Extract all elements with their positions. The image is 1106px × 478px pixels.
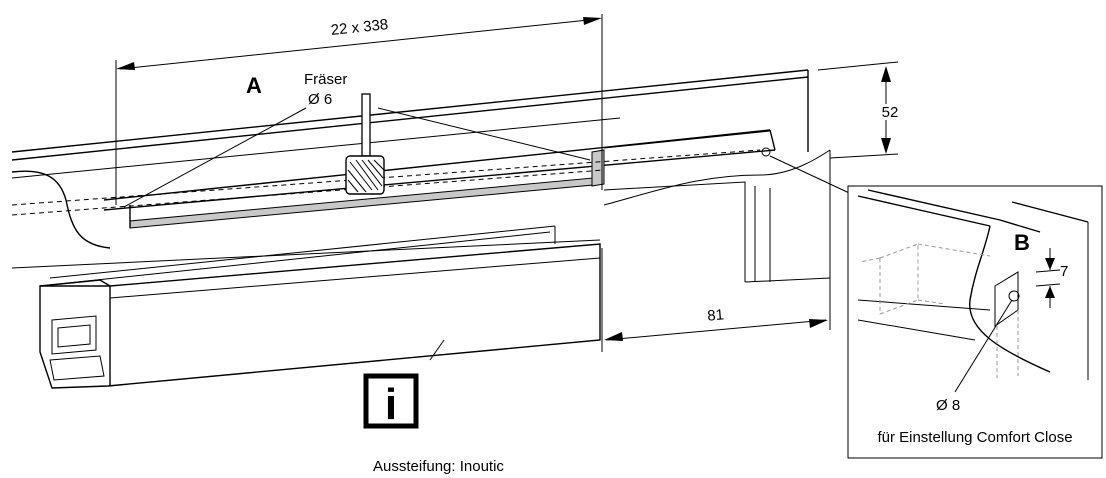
detail-b-panel bbox=[847, 185, 1103, 459]
info-icon: i bbox=[363, 373, 419, 429]
detail-b-label: B bbox=[1014, 230, 1030, 255]
dimension-offset-label: 81 bbox=[707, 306, 725, 324]
detail-hole bbox=[1008, 290, 1020, 302]
slot-leader bbox=[377, 107, 591, 161]
hole-diameter-label: Ø 8 bbox=[936, 397, 960, 414]
reinforcement-profile bbox=[39, 225, 601, 389]
cutter-label: Fräser bbox=[304, 71, 347, 88]
cutter-leader bbox=[123, 107, 307, 208]
hole-marker bbox=[761, 147, 771, 157]
comfort-close-note: für Einstellung Comfort Close bbox=[877, 429, 1072, 446]
slot-end-face bbox=[591, 149, 605, 187]
detail-b-leader bbox=[769, 155, 861, 199]
milling-cutter bbox=[345, 93, 385, 195]
reinforcement-leader bbox=[429, 339, 445, 361]
dimension-width-label: 22 x 338 bbox=[330, 16, 389, 39]
dimension-width: 22 x 338 bbox=[115, 14, 603, 205]
hole-offset-label: 7 bbox=[1060, 263, 1068, 280]
cutter-diameter-label: Ø 6 bbox=[308, 91, 332, 108]
dimension-offset: 81 bbox=[601, 248, 831, 352]
sash-profile bbox=[11, 129, 831, 320]
info-icon-glyph: i bbox=[385, 380, 397, 429]
dimension-height-label: 52 bbox=[882, 104, 899, 121]
hole-diameter-leader bbox=[954, 299, 1013, 393]
frame-profile bbox=[11, 69, 809, 269]
detail-a-label: A bbox=[246, 73, 262, 98]
dimension-height: 52 bbox=[817, 61, 901, 159]
reinforcement-note: Aussteifung: Inoutic bbox=[373, 458, 504, 475]
